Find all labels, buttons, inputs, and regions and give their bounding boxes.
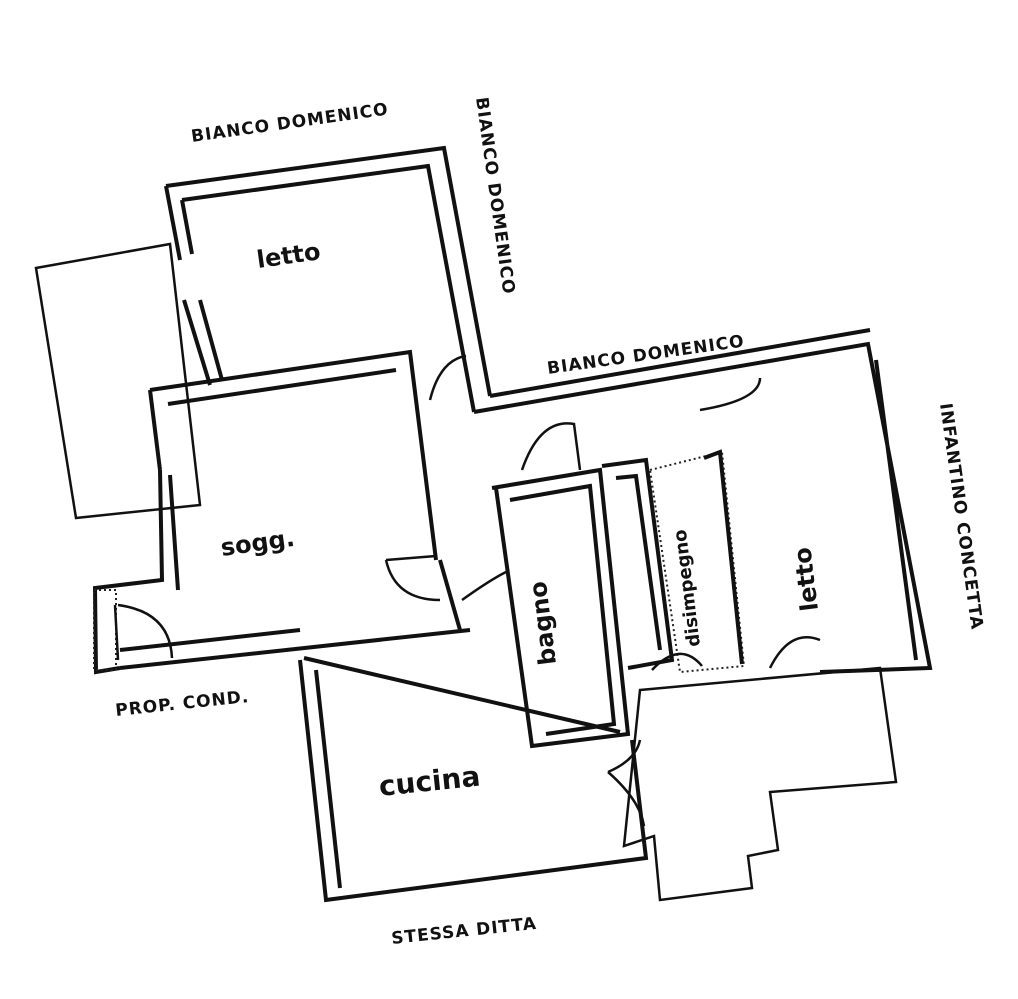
wall-cucina [298,656,649,903]
label-border-top-vertical: BIANCO DOMENICO [471,96,519,296]
wall-letto-top-left [182,299,224,386]
balcony-left [34,242,202,520]
wardrobe-edge [703,449,744,665]
soggiorno-door [384,554,441,602]
disimpegno-door-bottom [651,652,703,671]
wall-soggiorno [92,349,438,675]
bagno-door-top [520,422,582,471]
label-letto-right: letto [788,546,824,613]
label-bagno: bagno [524,580,562,667]
wardrobe [648,450,746,674]
label-border-bottom: STESSA DITTA [390,914,537,949]
label-disimpegno: disimpegno [670,528,705,648]
entrance-door [113,603,174,661]
corridor-door-right [699,377,762,412]
wall-letto-top [164,145,492,413]
label-border-right-vertical: INFANTINO CONCETTA [935,402,987,631]
label-border-bottom-left: PROP. COND. [114,687,250,721]
bagno-door-left [461,570,507,602]
balcony-right [622,666,898,902]
wall-disimpegno [601,457,675,670]
letto-right-door [768,635,821,669]
label-soggiorno: sogg. [219,524,296,562]
label-letto-top: letto [255,237,322,274]
wall-bagno [491,467,631,749]
label-cucina: cucina [377,760,481,803]
wall-soggiorno-bottom [119,559,471,670]
wall-middle [473,328,933,674]
label-border-top: BIANCO DOMENICO [190,99,390,147]
corridor-door-top [428,354,467,401]
